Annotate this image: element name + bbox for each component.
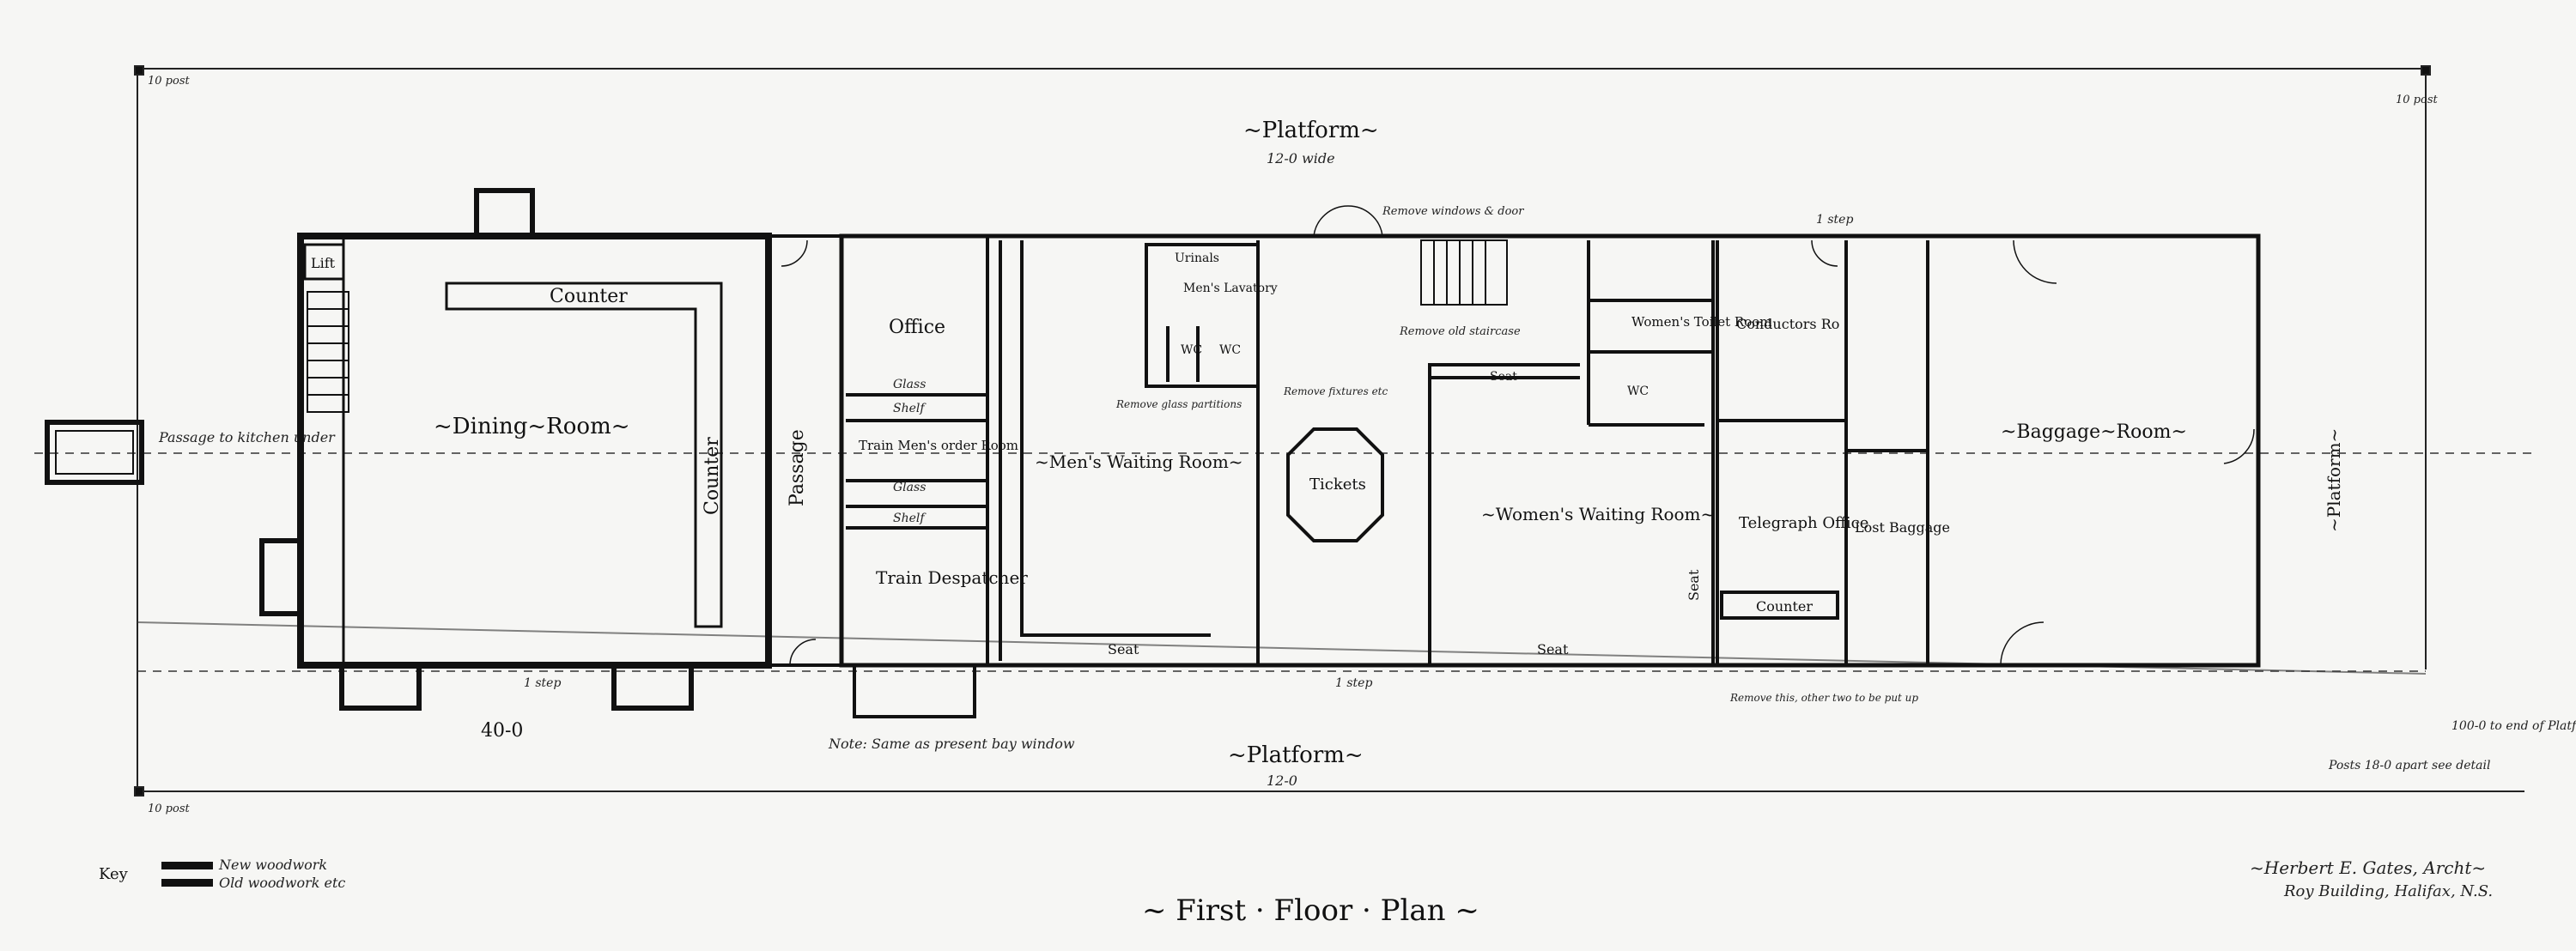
end-platform-dim: 100-0 to end of Platform [2451, 719, 2576, 733]
passage-kitchen-label: Passage to kitchen under [158, 429, 336, 445]
womens-waiting-walls [1428, 240, 1715, 665]
platform-top-title: ~Platform~ [1243, 118, 1379, 143]
seat-side-label: Seat [1686, 569, 1702, 601]
wc-label-1: WC [1181, 343, 1202, 357]
platform-top-width: 12-0 wide [1267, 150, 1335, 167]
womens-waiting-label: ~Women's Waiting Room~ [1481, 504, 1715, 524]
key-old-swatch [161, 879, 213, 887]
tickets-label: Tickets [1309, 476, 1366, 494]
platform-bottom-title: ~Platform~ [1228, 742, 1364, 768]
step-mid: 1 step [1335, 676, 1372, 690]
east-rooms-walls [1716, 240, 1929, 665]
step-right: 1 step [1816, 213, 1853, 227]
office-label: Office [889, 317, 945, 338]
station-outer-walls [839, 233, 2261, 668]
remove-stairs-note: Remove old staircase [1399, 325, 1521, 338]
urinals-label: Urinals [1175, 251, 1219, 265]
architect-address: Roy Building, Halifax, N.S. [2283, 882, 2493, 900]
kitchen-passage-box [45, 420, 144, 485]
seat-womens-label: Seat [1537, 641, 1569, 657]
chimney-left [259, 538, 303, 616]
shelf-label-2: Shelf [893, 512, 927, 525]
train-despatcher-label: Train Despatcher [876, 567, 1028, 588]
passage-label: Passage [787, 429, 808, 506]
key-old-label: Old woodwork etc [219, 875, 345, 891]
plan-title: ~ First · Floor · Plan ~ [1142, 893, 1479, 928]
ticket-booth [1286, 427, 1384, 542]
posts-dim: Posts 18-0 apart see detail [2328, 759, 2490, 772]
mens-waiting-walls [999, 240, 1260, 665]
lift-box [303, 243, 345, 281]
dining-counter-side-label: Counter [702, 437, 723, 515]
glass-label-1: Glass [893, 378, 926, 391]
wc-label-2: WC [1219, 343, 1241, 357]
door-swings [781, 205, 2255, 666]
platform-bottom-width: 12-0 [1267, 772, 1297, 789]
remove-windows-note: Remove windows & door [1382, 205, 1524, 218]
bay-right [611, 663, 694, 711]
key-new-swatch [161, 862, 213, 869]
same-bay-note: Note: Same as present bay window [828, 736, 1075, 752]
womens-toilet-label: Women's Toilet Room [1631, 314, 1772, 330]
stairs-left [307, 291, 349, 413]
dining-counter-label: Counter [550, 286, 628, 307]
telegraph-label: Telegraph Office [1739, 514, 1868, 532]
seat-top-label: Seat [1490, 370, 1517, 384]
key-new-label: New woodwork [218, 857, 327, 873]
conductors-label: Conductors Ro [1736, 316, 1839, 332]
dining-counter [445, 282, 723, 628]
dining-room-label: ~Dining~Room~ [434, 414, 630, 439]
seat-mens-label: Seat [1108, 641, 1139, 657]
post-label-bottom-left: 10 post [148, 803, 190, 815]
dining-width-dim: 40-0 [481, 720, 523, 742]
baggage-room-label: ~Baggage~Room~ [2001, 421, 2187, 443]
train-mens-label: Train Men's order Room [859, 438, 1018, 453]
mens-lavatory-label: Men's Lavatory [1183, 282, 1278, 295]
key-label: Key [99, 865, 129, 883]
platform-right-label: ~Platform~ [2324, 428, 2344, 532]
step-left: 1 step [524, 676, 561, 690]
post-label-top-right: 10 post [2396, 94, 2438, 106]
mens-waiting-label: ~Men's Waiting Room~ [1035, 451, 1243, 472]
platform-boundary [134, 65, 2524, 797]
bay-left [339, 663, 422, 711]
remove-glass-note: Remove glass partitions [1115, 398, 1242, 410]
office-walls [846, 236, 989, 665]
post-label-top-left: 10 post [148, 75, 190, 88]
lift-label: Lift [311, 255, 336, 271]
glass-label-2: Glass [893, 481, 926, 494]
bay-window-despatcher [853, 663, 976, 718]
wc-label-4: WC [1627, 385, 1649, 398]
remove-fixtures-note: Remove fixtures etc [1283, 385, 1388, 397]
counter-tel-label: Counter [1756, 598, 1813, 615]
central-stairs [1420, 239, 1508, 306]
architect-name: ~Herbert E. Gates, Archt~ [2250, 857, 2486, 878]
chimney-top [474, 188, 535, 239]
remove-this-note: Remove this, other two to be put up [1729, 692, 1918, 704]
shelf-label-1: Shelf [893, 402, 927, 415]
lost-baggage-label: Lost Baggage [1855, 519, 1950, 536]
